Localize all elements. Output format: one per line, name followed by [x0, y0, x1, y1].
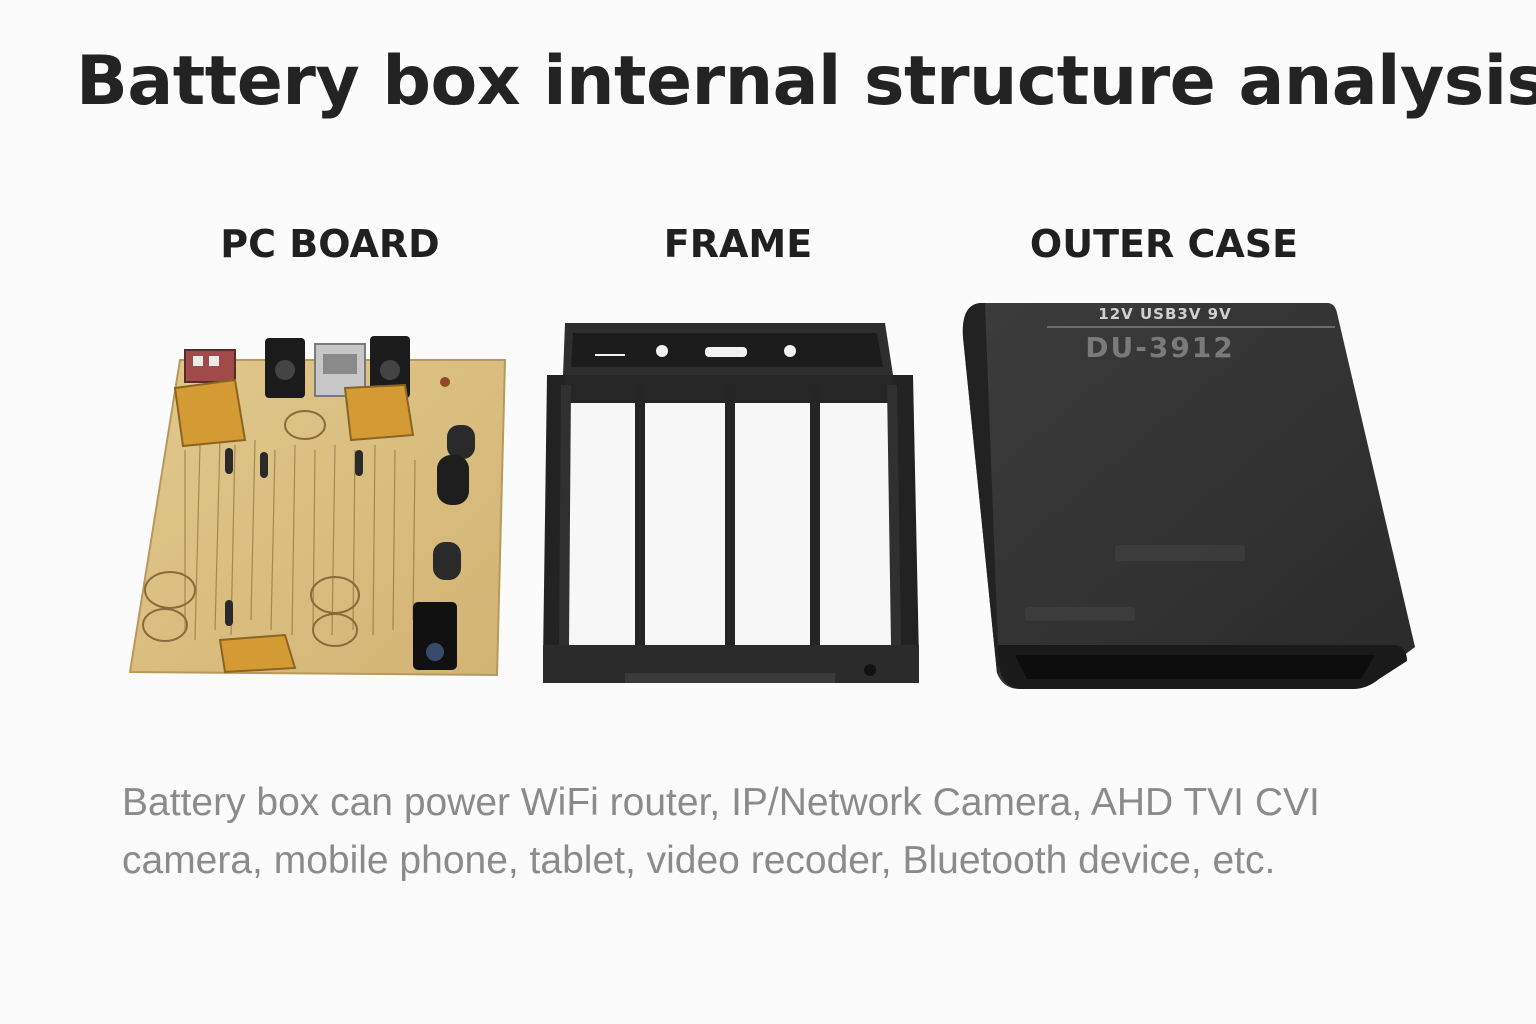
outer-case-image: 12V USB3V 9V DU-3912 — [962, 303, 1415, 689]
frame-image — [543, 323, 919, 683]
caption-text: Battery box can power WiFi router, IP/Ne… — [122, 781, 1320, 882]
port-labels-text: 12V USB3V 9V — [1098, 305, 1231, 323]
model-number-text: DU-3912 — [1085, 331, 1235, 364]
frame-label: FRAME — [663, 222, 813, 266]
outer-case-label: OUTER CASE — [1029, 222, 1299, 266]
pc-board-label: PC BOARD — [220, 222, 440, 266]
pc-board-image — [128, 336, 507, 677]
page-title: Battery box internal structure analysis: — [76, 42, 1536, 121]
